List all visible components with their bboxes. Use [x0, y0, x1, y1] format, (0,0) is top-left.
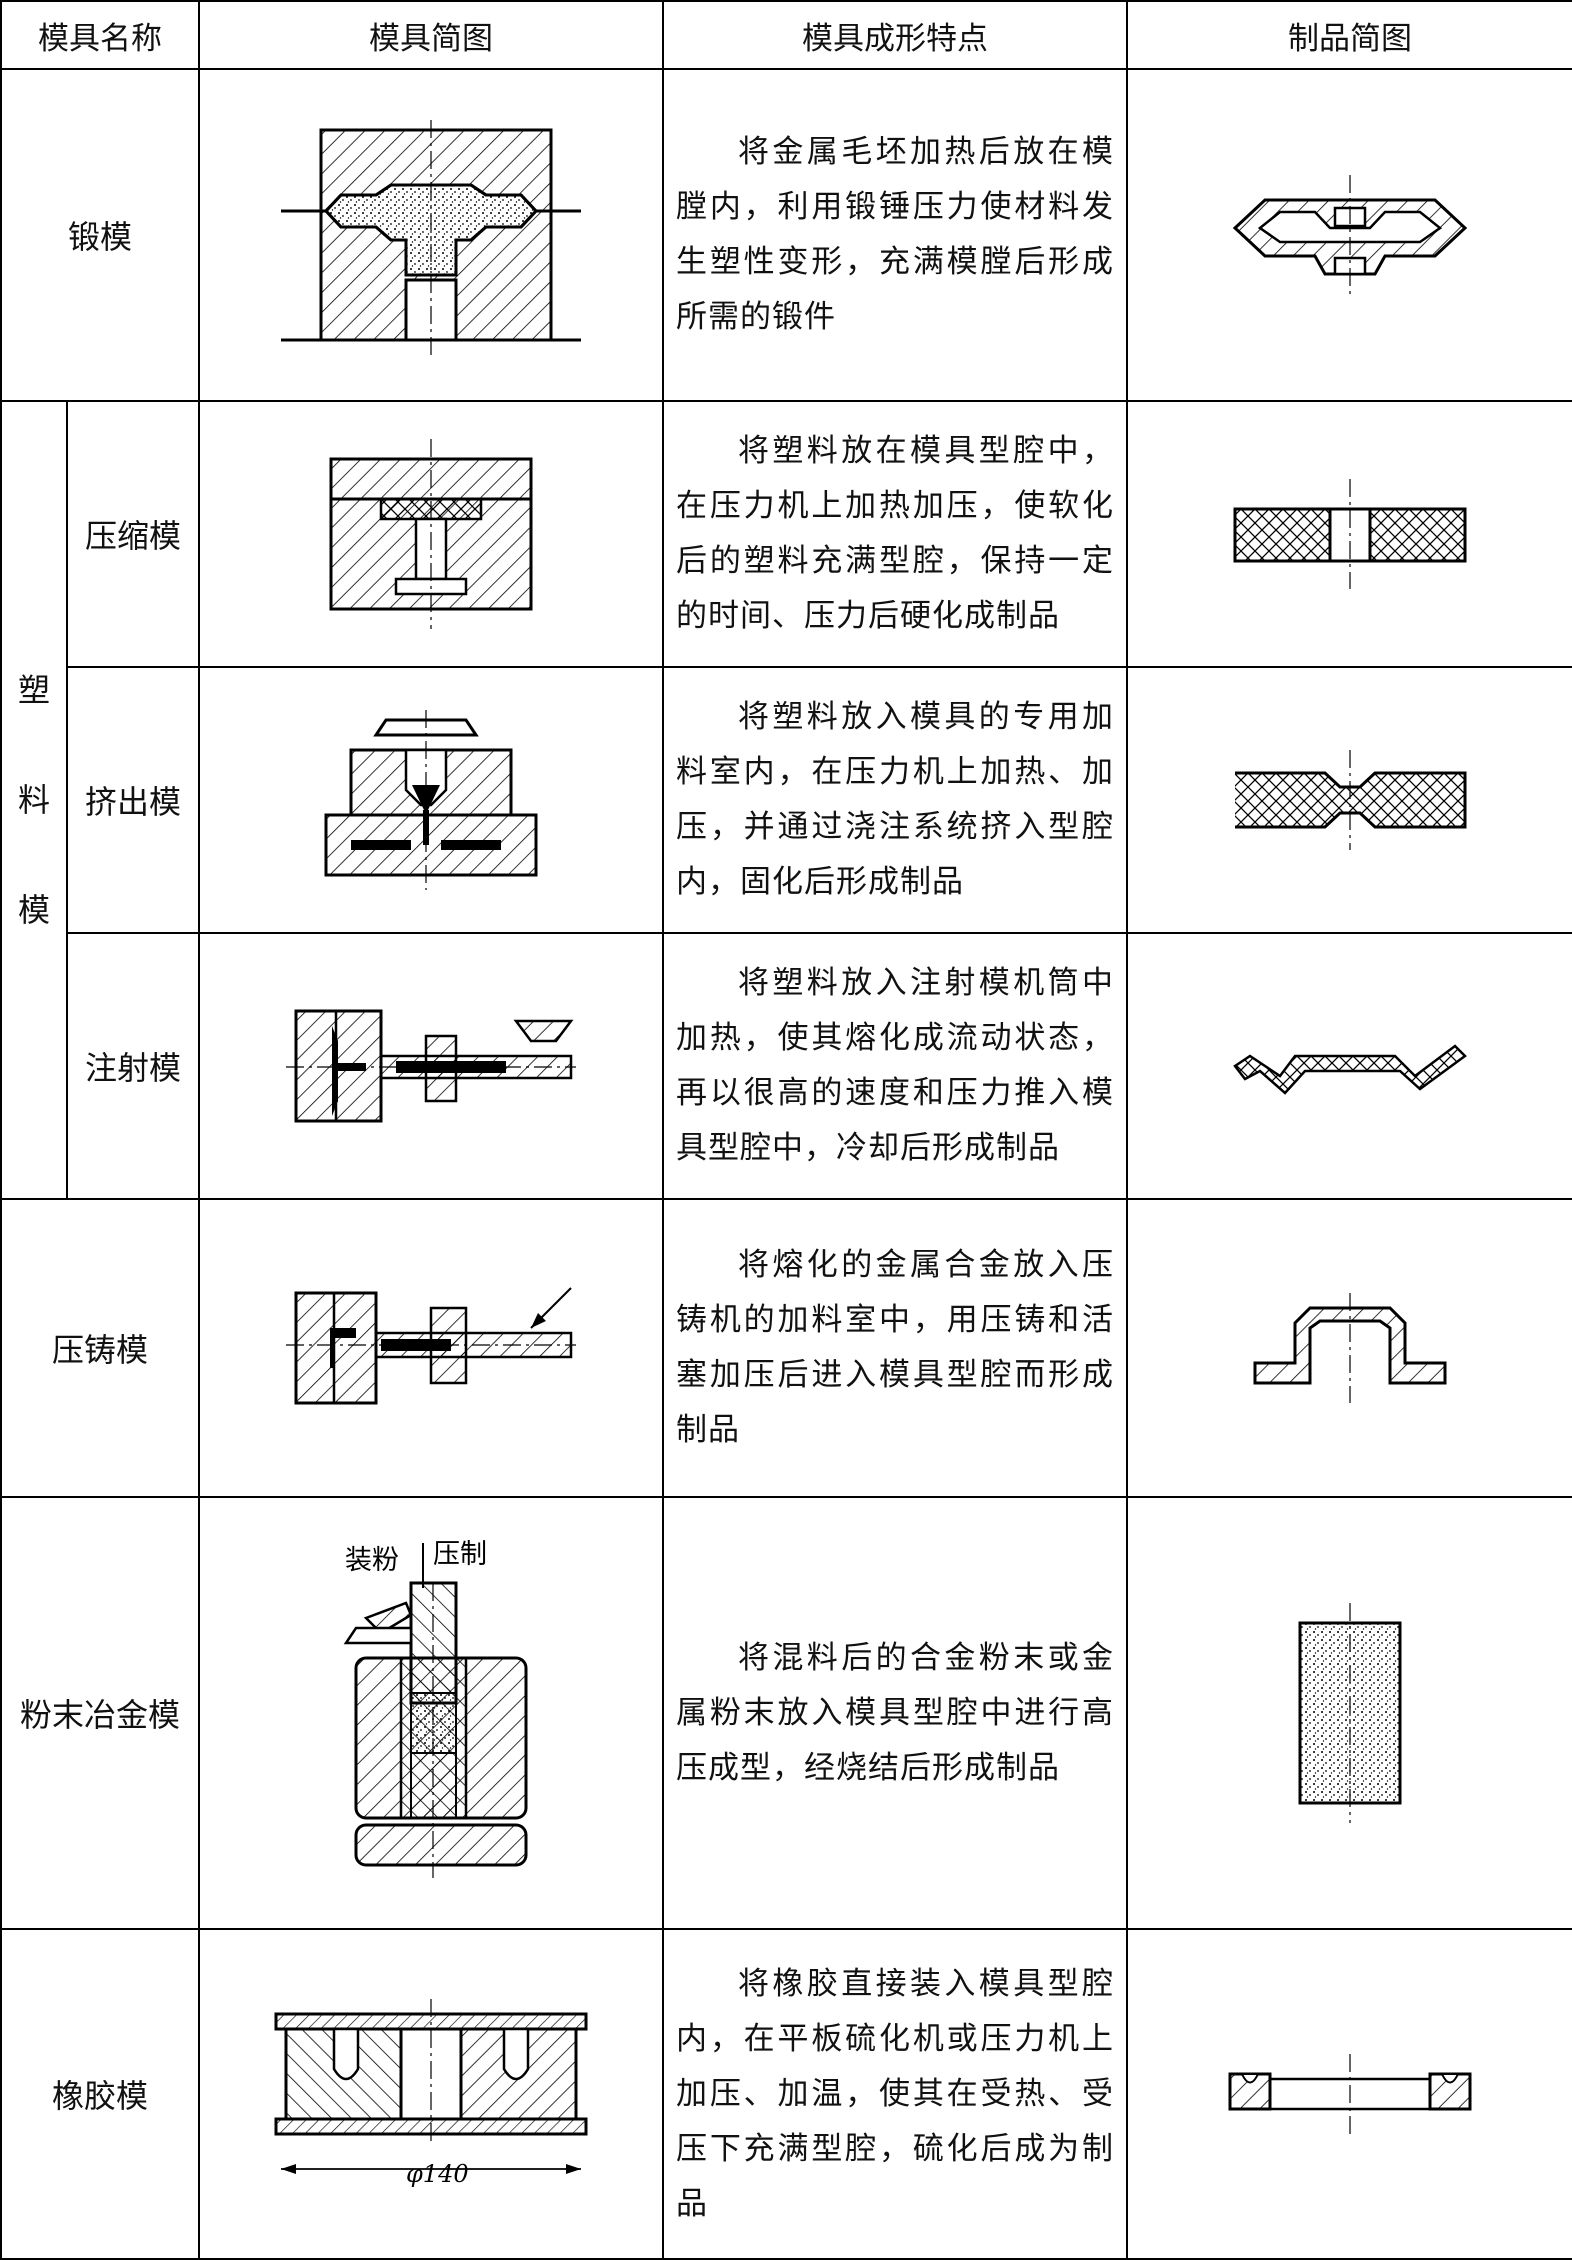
header-mold-diagram: 模具简图 — [198, 0, 664, 70]
compression-product — [1126, 400, 1572, 668]
transfer-desc: 将塑料放入模具的专用加料室内，在压力机上加热、加压，并通过浇注系统挤入型腔内，固… — [662, 666, 1128, 934]
transfer-product-diagram-icon — [1235, 750, 1467, 850]
injection-product — [1126, 932, 1572, 1200]
table-row: 锻模 将金属毛坯加热后放在模膛内，利用锻锤压力使材料发生塑性变形，充满模膛后形成… — [0, 68, 1572, 402]
powder-product — [1126, 1496, 1572, 1930]
die-casting-mold-diagram-icon — [286, 1287, 576, 1405]
rubber-dimension-label: φ140 — [406, 2160, 469, 2188]
powder-metallurgy-die-diagram-icon: 装粉 压制 — [343, 1539, 528, 1878]
powder-press-label: 压制 — [433, 1539, 487, 1570]
die-casting-mold-diagram — [198, 1198, 664, 1498]
rubber-desc: 将橡胶直接装入模具型腔内，在平板硫化机或压力机上加压、加温，使其在受热、受压下充… — [662, 1928, 1128, 2260]
compression-mold-diagram — [198, 400, 664, 668]
powder-product-diagram-icon — [1298, 1603, 1402, 1823]
die-casting-product-diagram-icon — [1253, 1293, 1447, 1403]
rubber-mold-diagram-icon: φ140 — [274, 1999, 588, 2188]
table-row: 粉末冶金模 装粉 压制 将混料后的合金粉末或金属粉末放入模具型腔中进行高压成型，… — [0, 1496, 1572, 1930]
table-row: 橡胶模 φ140 将橡胶直接装入模具型腔内，在平板硫化机或压力机上加压、加温，使… — [0, 1928, 1572, 2260]
powder-desc-text: 将混料后的合金粉末或金属粉末放入模具型腔中进行高压成型，经烧结后形成制品 — [676, 1639, 1114, 1786]
mold-name-die-casting: 压铸模 — [0, 1198, 200, 1498]
die-casting-desc: 将熔化的金属合金放入压铸机的加料室中，用压铸和活塞加压后进入模具型腔而形成制品 — [662, 1198, 1128, 1498]
header-forming-features: 模具成形特点 — [662, 0, 1128, 70]
forging-product-diagram-icon — [1232, 175, 1468, 298]
rubber-product — [1126, 1928, 1572, 2260]
die-casting-desc-text: 将熔化的金属合金放入压铸机的加料室中，用压铸和活塞加压后进入模具型腔而形成制品 — [676, 1247, 1114, 1448]
transfer-mold-diagram-icon — [324, 710, 538, 890]
group-char-3: 模 — [17, 891, 50, 929]
header-product-diagram: 制品简图 — [1126, 0, 1572, 70]
header-mold-name: 模具名称 — [0, 0, 200, 70]
rubber-product-diagram-icon — [1228, 2054, 1472, 2134]
transfer-desc-text: 将塑料放入模具的专用加料室内，在压力机上加热、加压，并通过浇注系统挤入型腔内，固… — [676, 699, 1114, 900]
transfer-product — [1126, 666, 1572, 934]
powder-desc: 将混料后的合金粉末或金属粉末放入模具型腔中进行高压成型，经烧结后形成制品 — [662, 1496, 1128, 1930]
header-row: 模具名称 模具简图 模具成形特点 制品简图 — [0, 0, 1572, 70]
compression-desc: 将塑料放在模具型腔中，在压力机上加热加压，使软化后的塑料充满型腔，保持一定的时间… — [662, 400, 1128, 668]
mold-name-powder: 粉末冶金模 — [0, 1496, 200, 1930]
powder-fill-label: 装粉 — [345, 1545, 399, 1576]
forging-die-diagram-icon — [281, 120, 581, 355]
table-row: 挤出模 将塑料放入模具的专用加料室内，在压力机上加热、加压，并通过浇注系统挤入型… — [1, 666, 1572, 934]
mold-name-injection: 注射模 — [66, 932, 200, 1200]
powder-metallurgy-die-diagram: 装粉 压制 — [198, 1496, 664, 1930]
mold-name-forging: 锻模 — [0, 68, 200, 402]
injection-desc: 将塑料放入注射模机筒中加热，使其熔化成流动状态，再以很高的速度和压力推入模具型腔… — [662, 932, 1128, 1200]
die-casting-product — [1126, 1198, 1572, 1498]
group-char-2: 料 — [17, 781, 50, 819]
rubber-desc-text: 将橡胶直接装入模具型腔内，在平板硫化机或压力机上加压、加温，使其在受热、受压下充… — [676, 1965, 1114, 2222]
injection-product-diagram-icon — [1233, 1044, 1467, 1095]
compression-mold-diagram-icon — [329, 439, 533, 629]
mold-name-transfer: 挤出模 — [66, 666, 200, 934]
table-row: 注射模 将塑料放入注射模机筒中加热，使其熔化成流动状态，再以很高的速度和压力推入… — [1, 932, 1572, 1200]
mold-name-compression: 压缩模 — [66, 400, 200, 668]
injection-mold-diagram-icon — [286, 1009, 576, 1123]
table-row: 压铸模 将熔化的金属合金放入压铸机的加料室中，用压铸和活塞加压后进入模具型腔而形… — [0, 1198, 1572, 1498]
group-char-1: 塑 — [17, 671, 50, 709]
compression-desc-text: 将塑料放在模具型腔中，在压力机上加热加压，使软化后的塑料充满型腔，保持一定的时间… — [676, 433, 1114, 634]
injection-mold-diagram — [198, 932, 664, 1200]
forging-die-diagram — [198, 68, 664, 402]
rubber-mold-diagram: φ140 — [198, 1928, 664, 2260]
plastic-mold-group-label: 塑 料 模 — [0, 400, 68, 1200]
transfer-mold-diagram — [198, 666, 664, 934]
forging-desc: 将金属毛坯加热后放在模膛内，利用锻锤压力使材料发生塑性变形，充满模膛后形成所需的… — [662, 68, 1128, 402]
injection-desc-text: 将塑料放入注射模机筒中加热，使其熔化成流动状态，再以很高的速度和压力推入模具型腔… — [676, 965, 1114, 1166]
forging-desc-text: 将金属毛坯加热后放在模膛内，利用锻锤压力使材料发生塑性变形，充满模膛后形成所需的… — [676, 134, 1114, 335]
compression-product-diagram-icon — [1233, 479, 1467, 589]
table-row: 塑 料 模 压缩模 将塑料放在模具型腔中，在压力机上加热加压，使软化后的塑料充满… — [0, 400, 1572, 1200]
forging-product — [1126, 68, 1572, 402]
mold-name-rubber: 橡胶模 — [0, 1928, 200, 2260]
